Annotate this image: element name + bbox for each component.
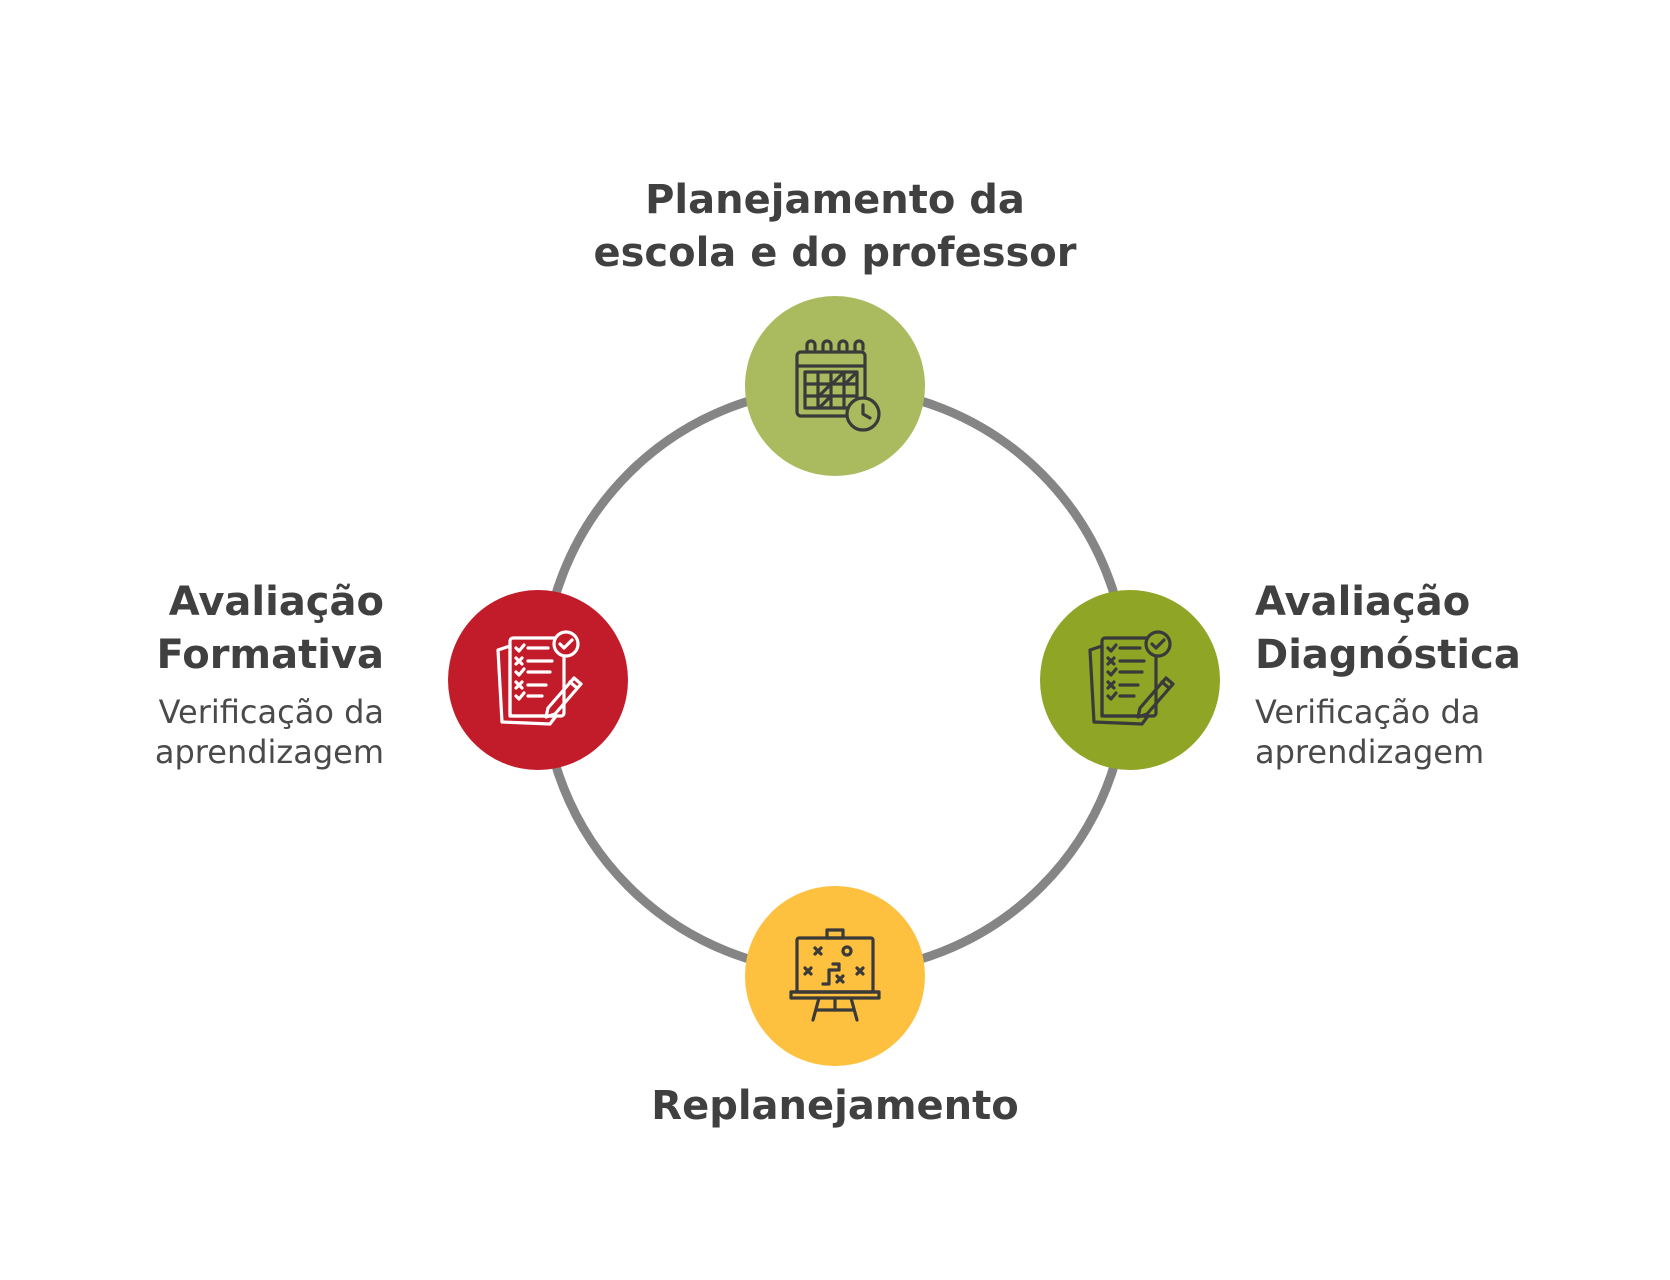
strategy-board-icon: [789, 928, 881, 1022]
subtitle-formativa-line2: aprendizagem: [154, 733, 384, 771]
title-formativa-line2: Formativa: [156, 632, 384, 678]
title-diagnostica-line1: Avaliação: [1255, 579, 1471, 625]
checklist-pencil-icon: [1088, 630, 1175, 726]
title-planejamento-line2: escola e do professor: [593, 230, 1077, 276]
subtitle-formativa: Verificação da aprendizagem: [60, 692, 384, 772]
checklist-pencil-icon: [496, 630, 583, 726]
subtitle-diagnostica-line2: aprendizagem: [1255, 733, 1485, 771]
node-planejamento: [745, 296, 925, 476]
title-replanejamento: Replanejamento: [651, 1083, 1019, 1129]
label-avaliacao-formativa: Avaliação Formativa Verificação da apren…: [60, 576, 384, 772]
label-planejamento: Planejamento da escola e do professor: [535, 174, 1135, 280]
title-formativa-line1: Avaliação: [168, 579, 384, 625]
title-planejamento-line1: Planejamento da: [645, 177, 1025, 223]
label-avaliacao-diagnostica: Avaliação Diagnóstica Verificação da apr…: [1255, 576, 1665, 772]
subtitle-formativa-line1: Verificação da: [158, 693, 384, 731]
node-avaliacao-diagnostica: [1040, 590, 1220, 770]
subtitle-diagnostica-line1: Verificação da: [1255, 693, 1481, 731]
label-replanejamento: Replanejamento: [535, 1080, 1135, 1133]
node-avaliacao-formativa: [448, 590, 628, 770]
node-replanejamento: [745, 886, 925, 1066]
calendar-clock-icon: [795, 339, 881, 432]
title-diagnostica-line2: Diagnóstica: [1255, 632, 1521, 678]
subtitle-diagnostica: Verificação da aprendizagem: [1255, 692, 1665, 772]
